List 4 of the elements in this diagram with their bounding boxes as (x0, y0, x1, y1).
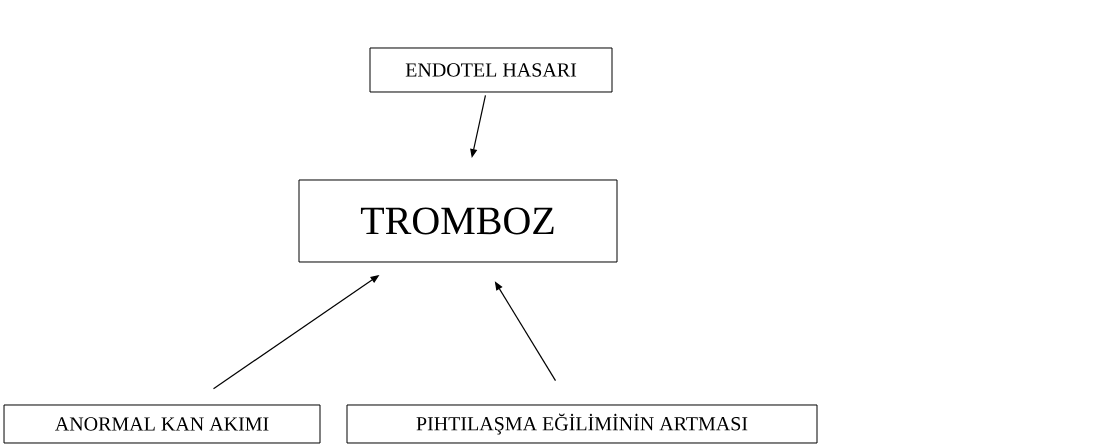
process-box: PIHTILAŞMA EĞİLİMİNİN ARTMASI (346, 404, 818, 444)
process-box: ANORMAL KAN AKIMI (3, 404, 321, 444)
process-box: TROMBOZ (298, 179, 618, 263)
process-box: ENDOTEL HASARI (369, 47, 613, 93)
